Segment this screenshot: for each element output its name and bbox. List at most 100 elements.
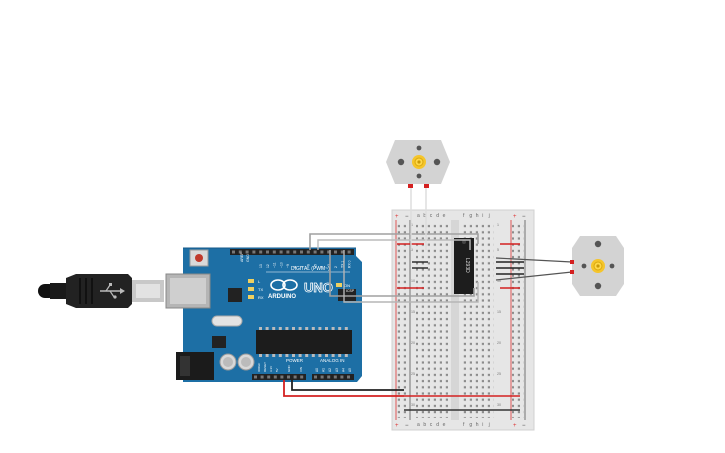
arduino-model: UNO xyxy=(304,280,333,295)
digital-pin-label-5: 8 xyxy=(293,266,297,268)
label-ioref: IOREF xyxy=(257,363,261,372)
l293d-driver-chip[interactable]: L293D xyxy=(454,238,474,294)
rail-minus-top-right: − xyxy=(522,214,526,220)
usb-controller-chip xyxy=(228,288,242,302)
column-letter-c-top: c xyxy=(430,213,433,219)
motor-2-terminal-red-2 xyxy=(570,270,574,274)
column-letter-e-top: e xyxy=(443,213,446,219)
rail-plus-top-left: + xyxy=(395,214,399,220)
icsp-header: ICSP xyxy=(338,289,356,301)
wires[interactable] xyxy=(283,186,573,397)
wire-gnd-black[interactable] xyxy=(291,380,404,391)
column-letter-j-top: j xyxy=(488,213,490,219)
label-l: L xyxy=(258,279,261,284)
column-letter-f-top: f xyxy=(463,213,465,219)
wire-gray-1[interactable] xyxy=(309,233,479,250)
voltage-regulator xyxy=(212,336,226,348)
motor-1-mount-hole-right xyxy=(433,158,441,166)
label-gnd: GND xyxy=(246,254,250,262)
led-on xyxy=(336,283,342,287)
wire-5v-red[interactable] xyxy=(283,380,404,397)
row-number-5-left: 5 xyxy=(411,248,413,252)
motor-2-lead-a[interactable] xyxy=(495,257,573,263)
usb-cable-strain-relief xyxy=(50,283,68,299)
terminal-strip-left[interactable] xyxy=(416,222,448,418)
rail-minus-top-left: − xyxy=(405,214,409,220)
column-letter-h-top: h xyxy=(476,213,479,219)
wire-gray-2[interactable] xyxy=(317,239,471,250)
digital-header[interactable] xyxy=(230,249,354,255)
label-5v: 5V xyxy=(275,368,279,372)
rail-plus-top-right: + xyxy=(513,214,517,220)
digital-pin-label-11: 2 xyxy=(334,266,338,268)
wire-gray-4[interactable] xyxy=(343,250,479,303)
column-letter-d-top: d xyxy=(436,213,439,219)
column-letter-a-top: a xyxy=(417,213,420,219)
label-analog: ANALOG IN xyxy=(320,358,345,363)
led-tx xyxy=(248,287,254,291)
usb-cable[interactable] xyxy=(38,274,164,308)
label-3v3: 3.3V xyxy=(269,366,273,372)
row-number-1-right: 1 xyxy=(497,223,499,227)
row-number-30-right: 30 xyxy=(497,403,501,407)
column-letter-a-bottom: a xyxy=(417,422,420,428)
dc-motor-2[interactable] xyxy=(570,236,624,296)
analog-pin-label-a0: A0 xyxy=(315,368,319,372)
label-power: POWER xyxy=(286,358,304,363)
wire-gray-3[interactable] xyxy=(329,250,475,297)
motor-2-lead-b[interactable] xyxy=(495,271,573,281)
power-rail-left[interactable] xyxy=(397,222,409,418)
column-letter-j-bottom: j xyxy=(488,422,490,428)
label-reset: RESET xyxy=(263,362,267,372)
motor-2-shaft-gear-icon xyxy=(591,259,605,273)
dc-motor-1[interactable] xyxy=(386,140,450,188)
digital-pin-label-9: 4 xyxy=(320,266,324,268)
digital-pin-holes xyxy=(232,250,351,254)
label-tx: TX xyxy=(258,287,263,292)
digital-pin-label-10: ~3 xyxy=(327,264,331,268)
column-letter-b-bottom: b xyxy=(423,422,426,428)
label-vin: VIN xyxy=(299,367,303,372)
row-number-15-left: 15 xyxy=(411,310,415,314)
digital-pin-label-6: 7 xyxy=(300,266,304,268)
rail-plus-bottom-right: + xyxy=(513,423,517,429)
power-rail-right[interactable] xyxy=(512,222,524,418)
analog-pin-label-a1: A1 xyxy=(322,368,326,372)
digital-pin-label-1: 12 xyxy=(266,264,270,268)
analog-header[interactable] xyxy=(312,374,354,380)
label-rx: RX xyxy=(258,295,264,300)
analog-pin-label-a5: A5 xyxy=(348,368,352,372)
svg-text:ICSP: ICSP xyxy=(346,289,355,293)
atmega328-chip xyxy=(256,327,352,357)
motor-1-mount-hole-left xyxy=(397,158,405,166)
motor-2-mount-hole-top xyxy=(594,240,602,248)
power-header[interactable] xyxy=(252,374,306,380)
label-on: ON xyxy=(344,283,350,288)
rail-minus-bottom-right: − xyxy=(522,423,526,429)
digital-pin-label-0: 13 xyxy=(259,264,263,268)
rail-minus-bottom-left: − xyxy=(405,423,409,429)
motor-1-terminal-red xyxy=(408,184,413,188)
column-letter-f-bottom: f xyxy=(463,422,465,428)
row-number-25-right: 25 xyxy=(497,372,501,376)
digital-pin-label-3: ~10 xyxy=(279,262,283,268)
row-number-10-right: 10 xyxy=(497,279,501,283)
row-number-20-right: 20 xyxy=(497,341,501,345)
row-number-10-left: 10 xyxy=(411,279,415,283)
digital-pin-label-2: ~11 xyxy=(273,262,277,268)
arduino-brand: ARDUINO xyxy=(268,294,296,300)
analog-pin-label-a4: A4 xyxy=(341,368,345,372)
usb-symbol-icon xyxy=(100,283,125,299)
label-digital: DIGITAL (PWM~) xyxy=(291,266,330,272)
digital-pin-label-4: ~9 xyxy=(286,264,290,268)
label-aref: AREF xyxy=(240,252,244,262)
column-letter-c-bottom: c xyxy=(430,422,433,428)
row-number-20-left: 20 xyxy=(411,341,415,345)
row-number-1-left: 1 xyxy=(411,223,413,227)
led-l xyxy=(248,279,254,283)
